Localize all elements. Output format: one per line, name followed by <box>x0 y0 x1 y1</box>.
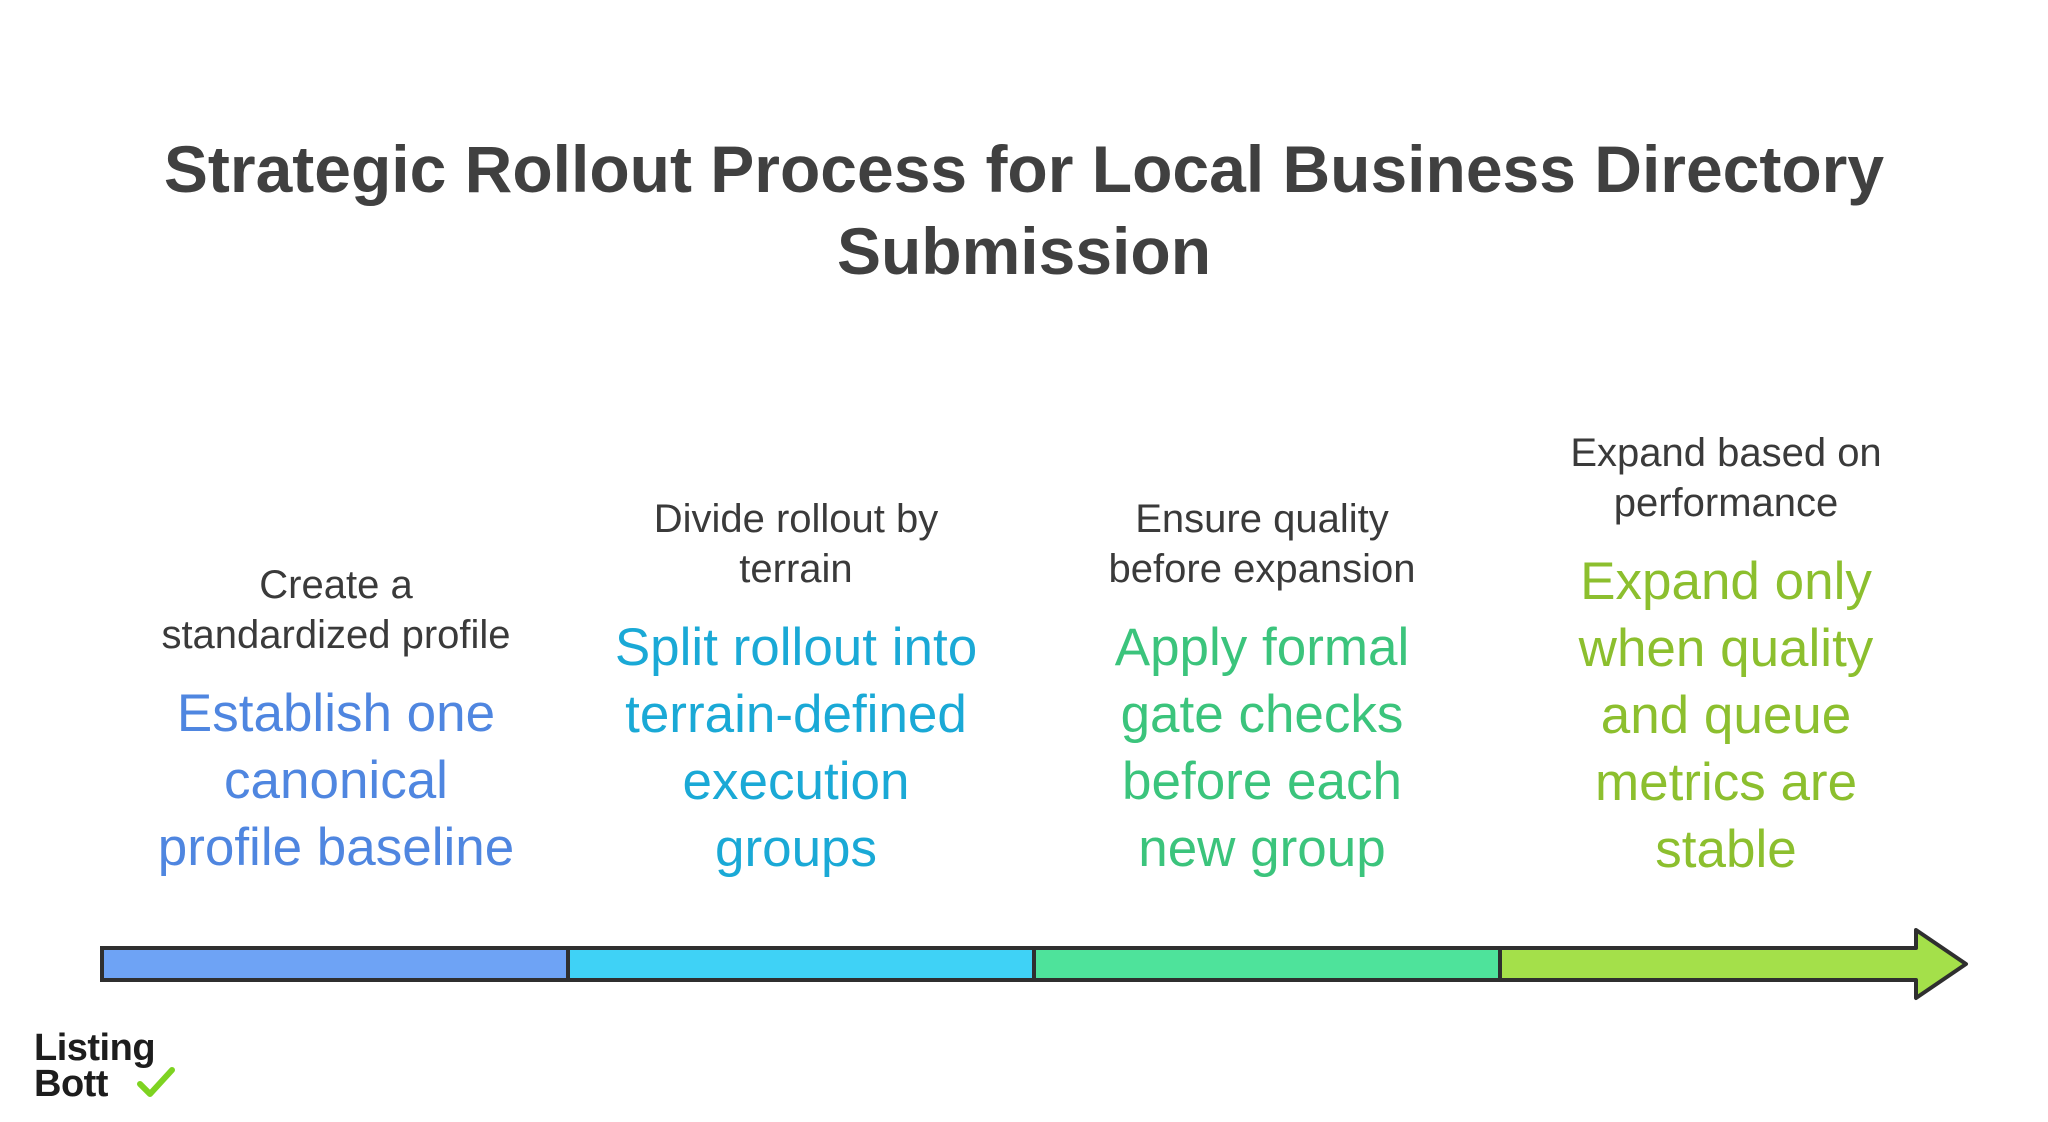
step-1-description-line: profile baseline <box>157 818 515 877</box>
step-2-subtitle-line: Divide rollout by <box>653 497 939 541</box>
step-4-description-line: and queue <box>1600 686 1852 745</box>
arrow-segment-4-head <box>1498 928 1968 1000</box>
step-1-description-line: Establish one <box>176 684 496 743</box>
step-3-subtitle-line: Ensure quality <box>1135 497 1389 541</box>
step-3: Ensure quality before expansion Apply fo… <box>1032 494 1492 882</box>
step-2-description-line: execution <box>682 752 910 811</box>
step-3-description-line: before each <box>1122 752 1402 811</box>
step-2-description-line: groups <box>714 819 878 878</box>
step-1-description-line: canonical <box>224 751 448 810</box>
step-4-subtitle-line: performance <box>1613 481 1839 525</box>
arrow-segment-3 <box>1032 946 1502 982</box>
arrow-segment-1 <box>100 946 570 982</box>
title-line-1: Strategic Rollout Process for Local Busi… <box>163 132 1885 206</box>
logo-line-1: Listing <box>34 1027 156 1069</box>
step-2-description-line: terrain-defined <box>625 685 967 744</box>
step-3-description: Apply formal gate checks before each new… <box>1032 614 1492 882</box>
step-4: Expand based on performance Expand only … <box>1496 428 1956 883</box>
step-4-subtitle: Expand based on performance <box>1496 428 1956 528</box>
step-3-subtitle: Ensure quality before expansion <box>1032 494 1492 594</box>
step-2-subtitle: Divide rollout by terrain <box>566 494 1026 594</box>
step-3-description-line: new group <box>1138 819 1386 878</box>
step-3-description-line: Apply formal <box>1114 618 1410 677</box>
title-line-2: Submission <box>836 214 1212 288</box>
step-4-description-line: metrics are <box>1594 753 1858 812</box>
step-2: Divide rollout by terrain Split rollout … <box>566 494 1026 882</box>
step-1-description: Establish one canonical profile baseline <box>106 680 566 881</box>
listingbott-logo: Listing Bott <box>34 1027 194 1105</box>
step-4-description: Expand only when quality and queue metri… <box>1496 548 1956 883</box>
arrow-segment-2 <box>566 946 1036 982</box>
step-1-subtitle-line: Create a <box>259 563 413 607</box>
step-3-subtitle-line: before expansion <box>1108 547 1416 591</box>
step-1-subtitle: Create a standardized profile <box>106 560 566 660</box>
step-4-subtitle-line: Expand based on <box>1570 431 1882 475</box>
logo-line-2: Bott <box>34 1063 108 1105</box>
step-4-description-line: stable <box>1655 820 1797 879</box>
step-1-subtitle-line: standardized profile <box>161 613 511 657</box>
step-2-description: Split rollout into terrain-defined execu… <box>566 614 1026 882</box>
step-2-subtitle-line: terrain <box>739 547 853 591</box>
step-1: Create a standardized profile Establish … <box>106 560 566 881</box>
step-2-description-line: Split rollout into <box>614 618 978 677</box>
step-4-description-line: when quality <box>1578 619 1874 678</box>
step-4-description-line: Expand only <box>1580 552 1872 611</box>
step-3-description-line: gate checks <box>1120 685 1404 744</box>
diagram-title: Strategic Rollout Process for Local Busi… <box>0 128 2048 292</box>
checkmark-icon <box>137 1067 175 1097</box>
